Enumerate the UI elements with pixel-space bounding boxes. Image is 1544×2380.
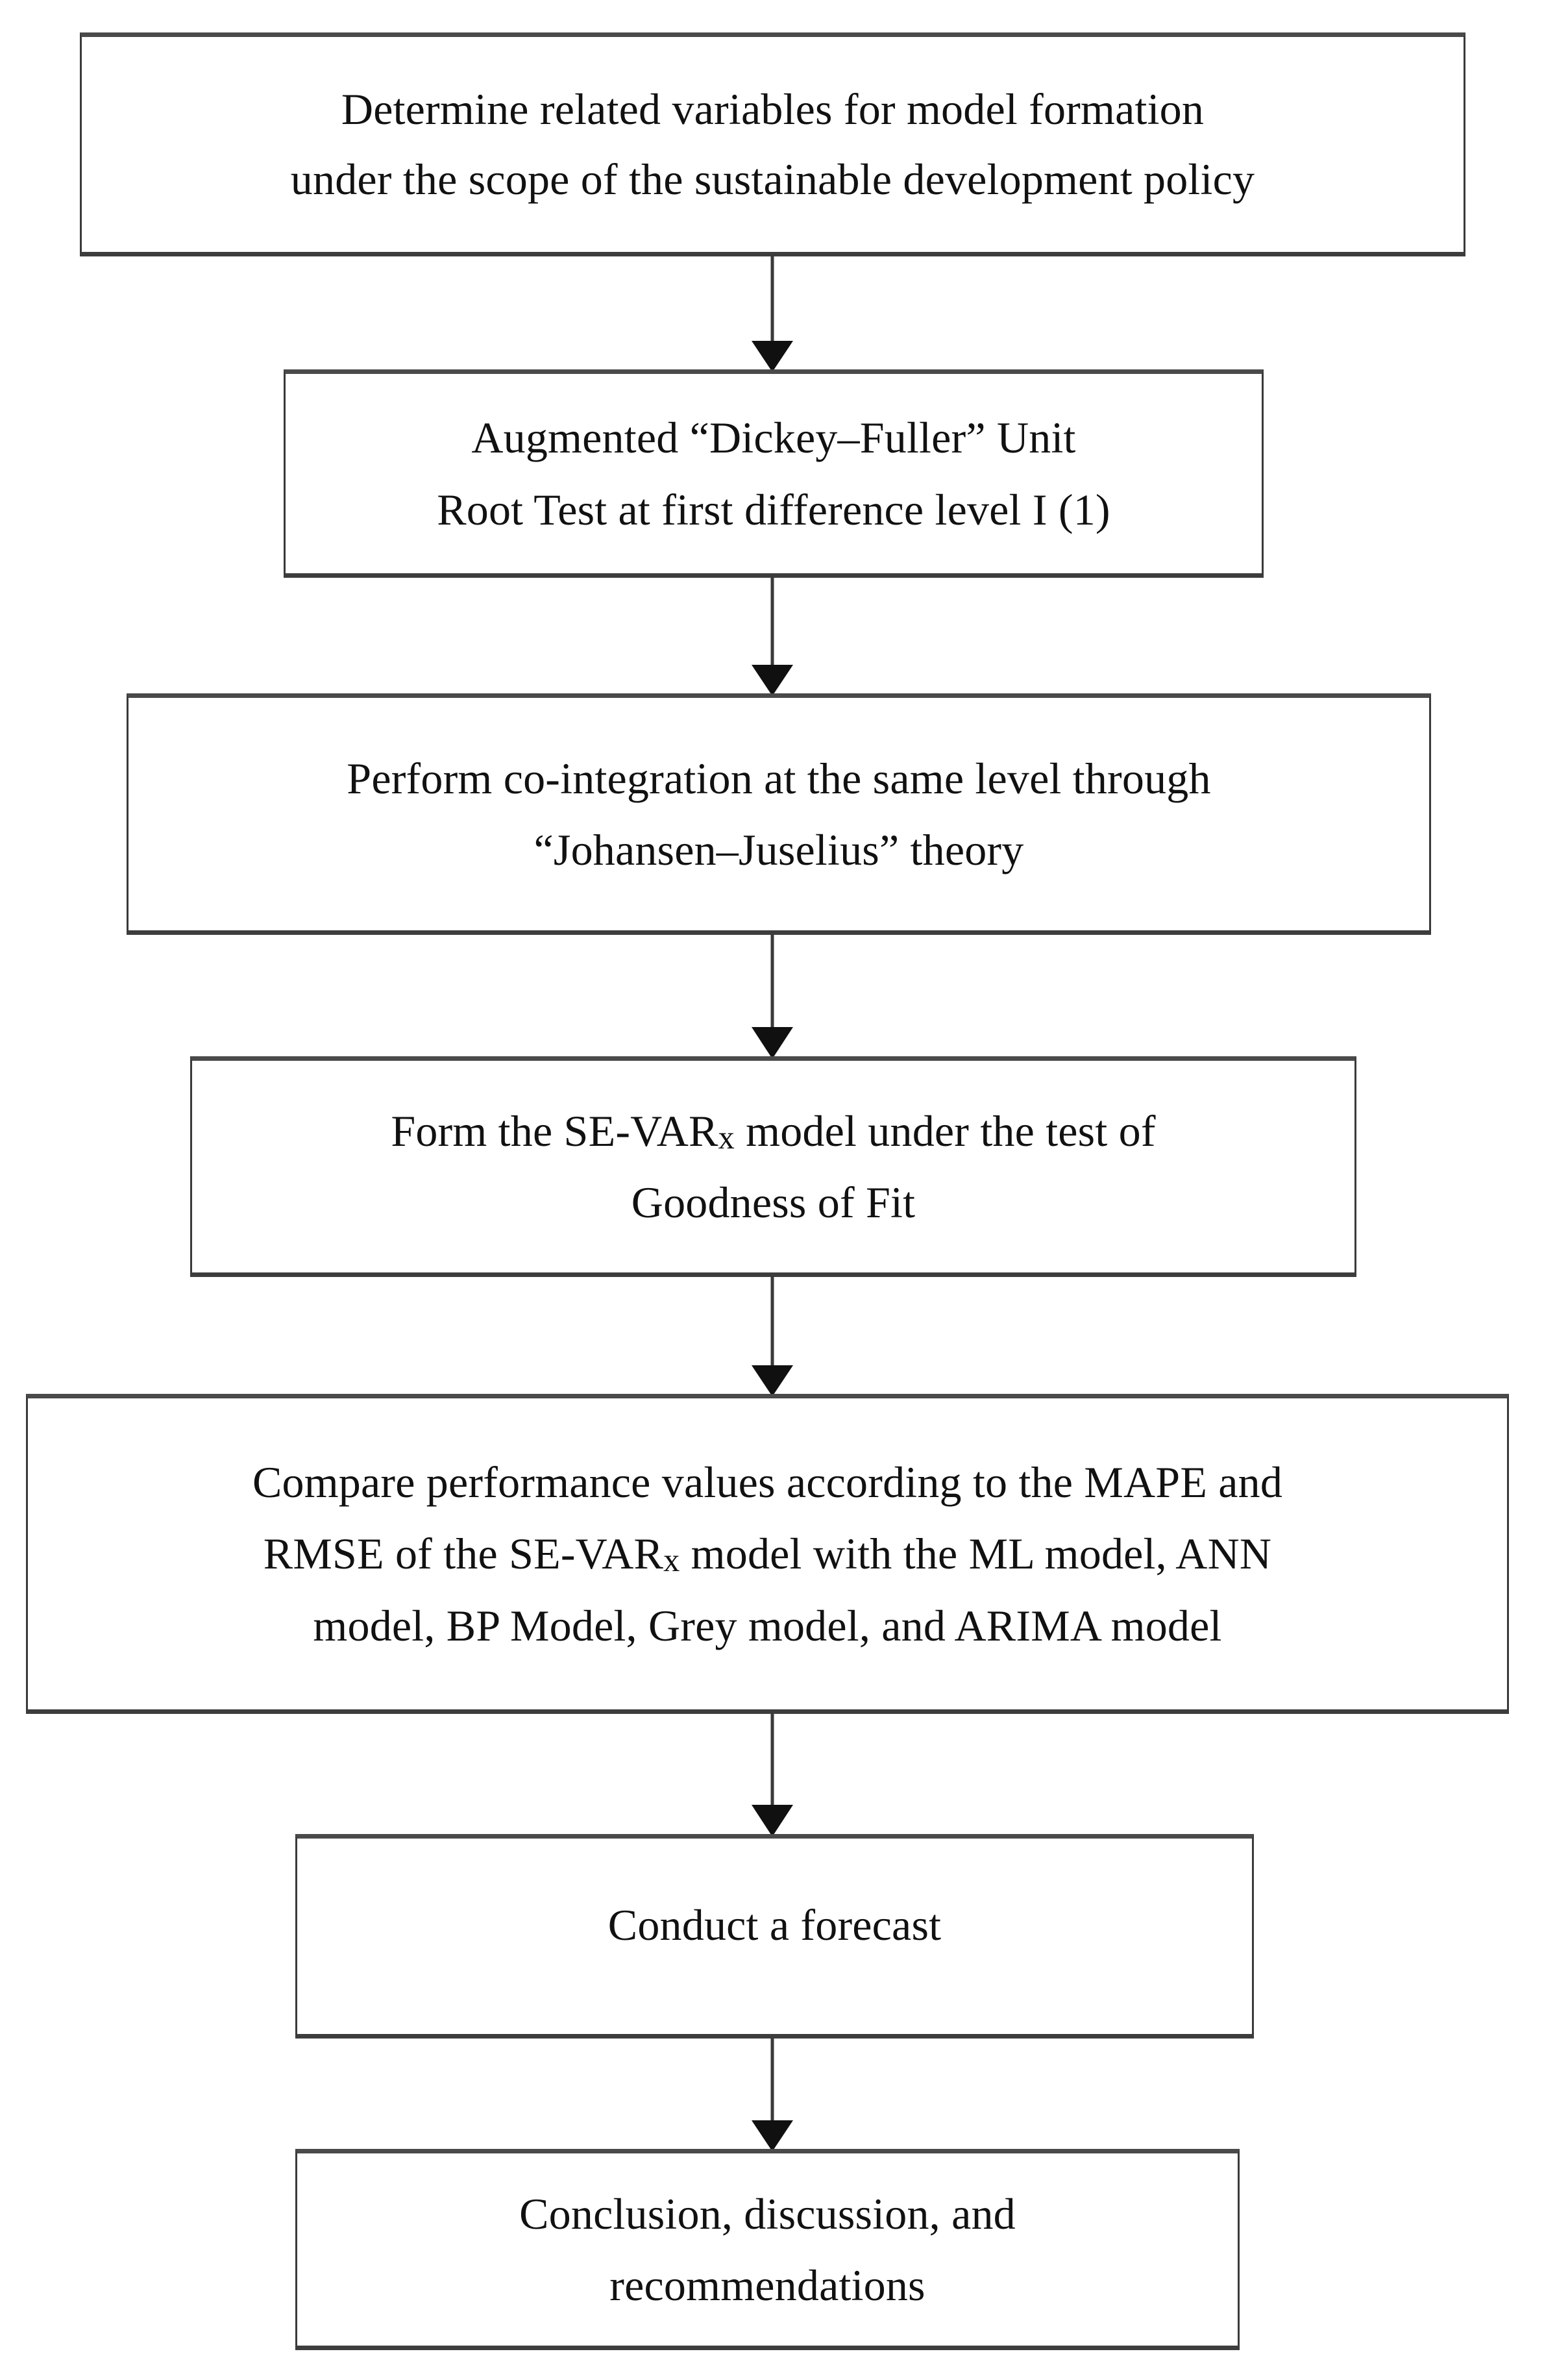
node-label-line3: model, BP Model, Grey model, and ARIMA m… <box>313 1600 1222 1650</box>
node-label-line2-subscript: x <box>663 1542 680 1579</box>
flowchart-node-conduct-forecast[interactable]: Conduct a forecast <box>295 1834 1254 2039</box>
node-label: Augmented “Dickey–Fuller” Unit Root Test… <box>437 413 1110 534</box>
node-label: Determine related variables for model fo… <box>290 84 1255 204</box>
flowchart-node-compare-performance-mape-rmse[interactable]: Compare performance values according to … <box>26 1394 1509 1714</box>
arrowhead-down-icon <box>752 1365 793 1396</box>
flowchart-node-cointegration-johansen-juselius[interactable]: Perform co-integration at the same level… <box>127 693 1431 935</box>
flowchart-node-adf-unit-root-test[interactable]: Augmented “Dickey–Fuller” Unit Root Test… <box>284 369 1264 578</box>
node-label: Conduct a forecast <box>607 1900 942 1950</box>
node-label: Conclusion, discussion, and recommendati… <box>519 2188 1016 2310</box>
node-label-line1-subscript: x <box>718 1119 735 1156</box>
node-label-line2-prefix: RMSE of the SE-VAR <box>263 1529 664 1579</box>
arrowhead-down-icon <box>752 2120 793 2151</box>
arrowhead-down-icon <box>752 1027 793 1059</box>
connector-node5-to-node6 <box>727 1713 818 1837</box>
arrowhead-down-icon <box>752 1805 793 1837</box>
flowchart-node-form-se-varx-model[interactable]: Form the SE-VARx model under the test of… <box>190 1056 1356 1277</box>
arrowhead-down-icon <box>752 341 793 372</box>
connector-node2-to-node3 <box>727 576 818 696</box>
connector-node1-to-node2 <box>727 255 818 372</box>
node-label-line1-suffix: model under the test of <box>734 1106 1156 1156</box>
node-label: Compare performance values according to … <box>28 1446 1507 1661</box>
node-label-line1: Compare performance values according to … <box>252 1457 1283 1507</box>
flowchart-node-determine-variables[interactable]: Determine related variables for model fo… <box>80 32 1465 256</box>
connector-node4-to-node5 <box>727 1276 818 1396</box>
connector-node3-to-node4 <box>727 934 818 1059</box>
node-label: Perform co-integration at the same level… <box>347 753 1211 874</box>
node-label-line1-prefix: Form the SE-VAR <box>391 1106 718 1156</box>
node-label-line2-suffix: model with the ML model, ANN <box>680 1529 1272 1579</box>
node-label-line2: Goodness of Fit <box>631 1178 916 1227</box>
node-label: Form the SE-VARx model under the test of… <box>192 1095 1354 1238</box>
flowchart-node-conclusion-discussion-recommendations[interactable]: Conclusion, discussion, and recommendati… <box>295 2149 1240 2350</box>
connector-node6-to-node7 <box>727 2037 818 2151</box>
arrowhead-down-icon <box>752 665 793 696</box>
